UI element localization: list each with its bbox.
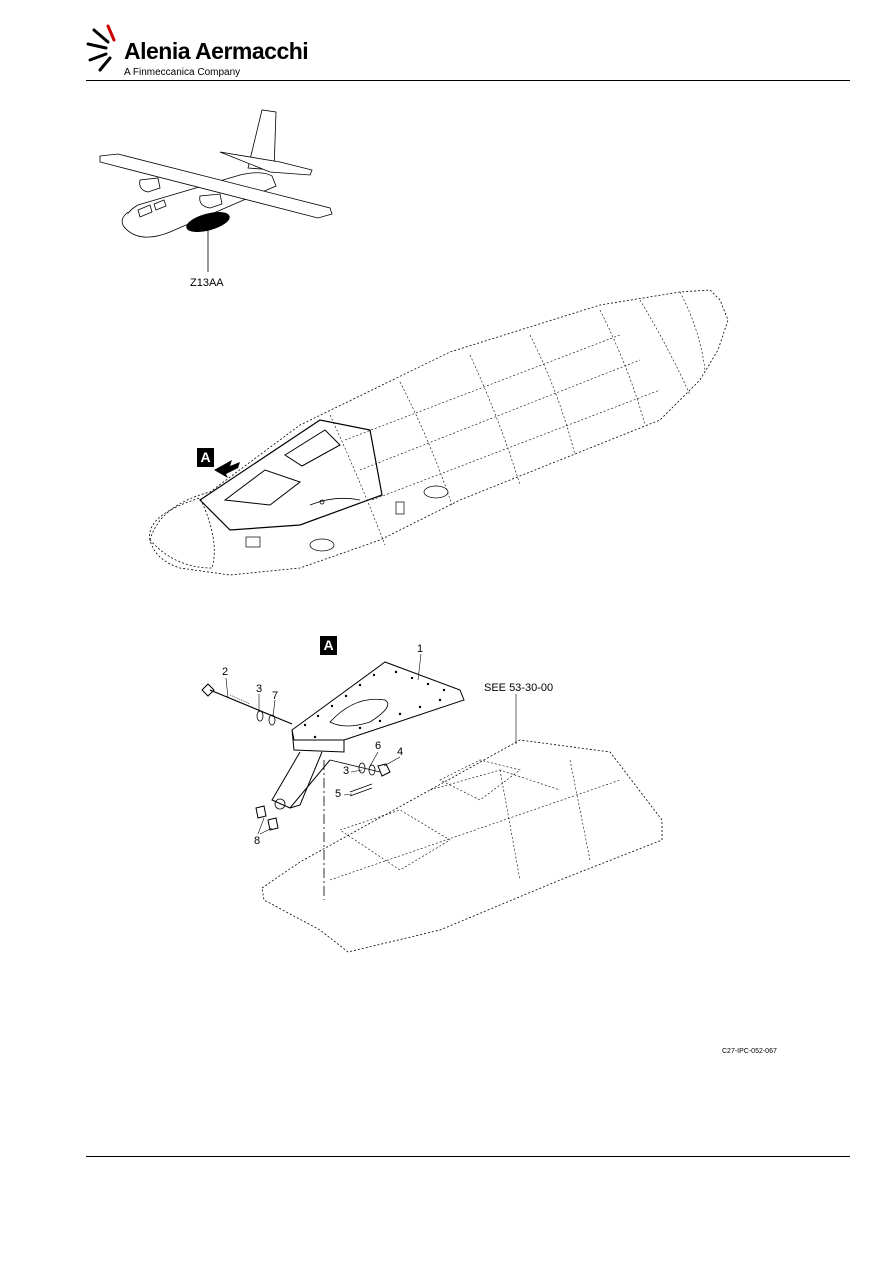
zone-label: Z13AA: [190, 277, 224, 289]
view-badge-detail: A: [320, 636, 337, 655]
callout-1: 1: [417, 643, 424, 655]
callout-8: 8: [254, 835, 261, 847]
see-reference: SEE 53-30-00: [484, 682, 554, 694]
callout-6: 6: [375, 740, 382, 752]
callout-7: 7: [272, 690, 279, 702]
callout-4: 4: [397, 746, 404, 758]
detail-view: [201, 653, 663, 953]
callout-5: 5: [335, 788, 342, 800]
callout-3: 3: [256, 683, 263, 695]
brand-name: Alenia Aermacchi: [124, 38, 309, 64]
footer-rule: [86, 1156, 850, 1157]
header-rule: [86, 80, 850, 81]
figure-reference: C27-IPC-052-067: [722, 1048, 777, 1055]
company-logo-icon: [86, 24, 116, 72]
view-badge-top: A: [197, 448, 214, 467]
view-arrow-icon: [214, 460, 240, 478]
callout-2: 2: [222, 666, 229, 678]
brand-subtitle: A Finmeccanica Company: [124, 67, 241, 78]
aircraft-locator: [99, 109, 333, 272]
fuselage-view: [149, 289, 729, 576]
callout-3b: 3: [343, 765, 350, 777]
